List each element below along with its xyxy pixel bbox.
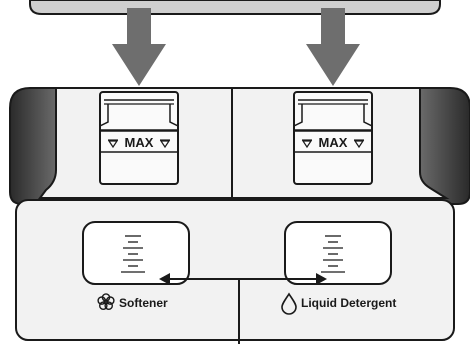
- max-label: MAX: [319, 135, 348, 150]
- max-line-icon: [107, 139, 171, 149]
- compartment-right: MAX: [293, 91, 373, 185]
- down-arrow-left-icon: [112, 8, 166, 86]
- flower-icon: [97, 293, 115, 310]
- softener-window: [82, 221, 190, 285]
- detergent-label: Liquid Detergent: [301, 296, 396, 310]
- compartment-left: MAX: [99, 91, 179, 185]
- pointer-arrows-icon: [159, 273, 327, 344]
- max-line-icon: [301, 139, 365, 149]
- droplet-icon: [281, 292, 297, 315]
- down-arrow-right-icon: [306, 8, 360, 86]
- drawer-side-right: [419, 87, 470, 205]
- softener-label: Softener: [119, 296, 168, 310]
- top-bar: [29, 0, 441, 15]
- max-label: MAX: [125, 135, 154, 150]
- detergent-window: [284, 221, 392, 285]
